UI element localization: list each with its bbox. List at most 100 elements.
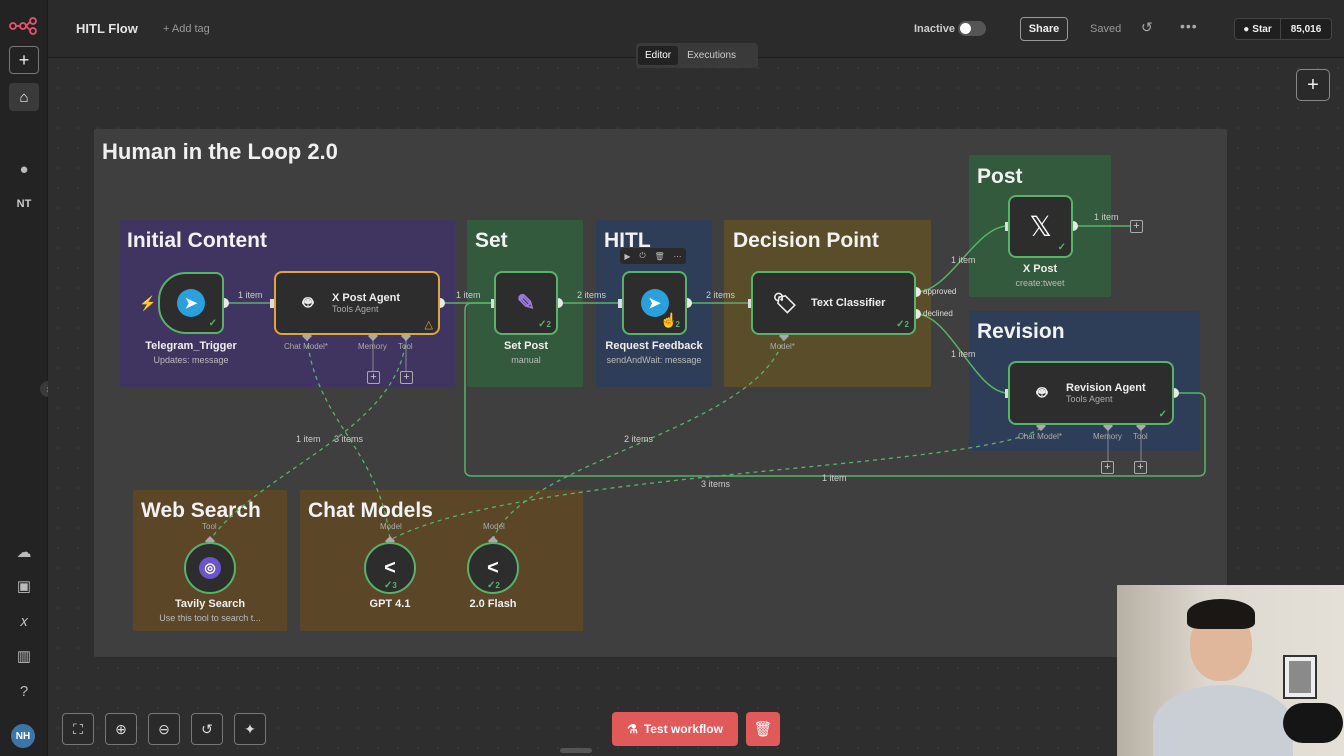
port-memory: Memory [358, 342, 387, 351]
node-revision-agent[interactable]: 🤖︎ Revision Agent Tools Agent ✓ [1008, 361, 1174, 425]
group-title-hitl: HITL [604, 229, 651, 252]
tidy-up-icon[interactable]: ✦ [234, 713, 266, 745]
node-subtitle: sendAndWait: message [606, 355, 702, 365]
connection-label: 1 item [238, 290, 263, 300]
history-icon[interactable]: ↺ [1141, 19, 1153, 35]
avatar[interactable]: NH [11, 724, 35, 748]
reset-zoom-icon[interactable]: ↺ [191, 713, 223, 745]
connection-label: 1 item [951, 255, 976, 265]
github-star-button[interactable]: ●Star 85,016 [1234, 18, 1332, 40]
node-name: Revision Agent [1066, 382, 1146, 394]
templates-icon[interactable]: ▣ [16, 578, 32, 595]
play-icon[interactable]: ▶ [624, 251, 631, 261]
node-gpt41[interactable]: < ✓3 [364, 542, 416, 594]
connection-revision-model [389, 427, 1042, 541]
group-title-revision: Revision [977, 320, 1065, 343]
tag-icon: 🏷︎ [772, 292, 798, 315]
power-icon[interactable]: ⏻ [639, 251, 646, 260]
mouse-cursor-icon: ☝ [660, 312, 678, 328]
webcam-overlay [1117, 585, 1344, 756]
zoom-in-icon[interactable]: ⊕ [105, 713, 137, 745]
add-tag-button[interactable]: + Add tag [163, 23, 210, 35]
insights-icon[interactable]: ▥ [16, 648, 32, 665]
port-tool: Tool [202, 522, 217, 531]
github-icon: ● [1243, 23, 1250, 35]
connection-label: 1 item [1094, 212, 1119, 222]
connection-classifier-model [492, 336, 785, 541]
project-nt[interactable]: NT [16, 198, 32, 210]
check-icon: ✓2 [487, 580, 500, 591]
add-memory-button[interactable]: + [367, 371, 380, 384]
star-label: Star [1252, 23, 1272, 35]
zoom-out-icon[interactable]: ⊖ [148, 713, 180, 745]
connection-label: 1 item [822, 473, 847, 483]
connection-label: 2 items [706, 290, 736, 300]
add-memory-button[interactable]: + [1101, 461, 1114, 474]
output-declined-label: declined [923, 309, 953, 318]
node-name: Telegram_Trigger [145, 340, 237, 352]
node-name: GPT 4.1 [369, 598, 411, 610]
sticky-note-title: Human in the Loop 2.0 [102, 139, 338, 164]
help-icon[interactable]: ? [19, 682, 29, 700]
share-button[interactable]: Share [1020, 17, 1068, 41]
more-options-icon[interactable]: ••• [1180, 18, 1198, 34]
node-subtitle: Tools Agent [1066, 394, 1113, 404]
n8n-logo-icon[interactable] [9, 12, 39, 40]
trash-icon[interactable]: 🗑︎ [746, 712, 780, 746]
node-x-post-agent[interactable]: 🤖︎ X Post Agent Tools Agent △ [274, 271, 440, 335]
input-handle-feedback [618, 299, 624, 308]
node-x-post[interactable]: 𝕏 ✓ [1008, 195, 1073, 258]
x-logo-icon: 𝕏 [1029, 211, 1052, 242]
node-request-feedback[interactable]: ➤ ✓2 [622, 271, 687, 335]
node-text: Revision Agent Tools Agent [1066, 382, 1146, 404]
telegram-icon: ➤ [177, 289, 205, 317]
node-text-classifier[interactable]: 🏷︎ Text Classifier ✓2 [751, 271, 916, 335]
node-tavily-search[interactable]: ◎ [184, 542, 236, 594]
node-telegram-trigger[interactable]: ➤ ✓ [158, 272, 224, 334]
toggle-knob [960, 23, 971, 34]
add-tool-button[interactable]: + [1134, 461, 1147, 474]
node-name: Set Post [503, 340, 548, 352]
tab-executions[interactable]: Executions [687, 50, 737, 61]
add-next-node-button[interactable]: + [1130, 220, 1143, 233]
logs-panel-handle[interactable] [560, 748, 592, 753]
connection-revision-loop [464, 302, 1206, 477]
port-tool: Tool [1133, 432, 1148, 441]
connection-label: 2 items [577, 290, 607, 300]
workflow-title[interactable]: HITL Flow [76, 21, 138, 36]
node-name: Text Classifier [811, 297, 886, 309]
add-node-button[interactable]: + [1296, 69, 1330, 101]
check-icon: ✓2 [538, 319, 551, 330]
node-subtitle: create:tweet [1015, 278, 1065, 288]
robot-icon: 🤖︎ [1036, 383, 1048, 402]
test-workflow-button[interactable]: ⚗ Test workflow [612, 712, 738, 746]
connection-approved-to-post [915, 225, 1009, 293]
trash-icon[interactable]: 🗑︎ [654, 251, 665, 261]
variables-icon[interactable]: 𝑥 [19, 612, 29, 630]
user-icon[interactable]: ● [19, 160, 29, 178]
pencil-icon: ✎ [516, 290, 536, 315]
flask-icon: ⚗ [627, 722, 638, 736]
tab-editor[interactable]: Editor [638, 46, 679, 65]
robot-icon: 🤖︎ [302, 293, 314, 312]
plus-icon[interactable]: + [9, 46, 39, 74]
port-memory: Memory [1093, 432, 1122, 441]
connection-declined-to-revision [915, 313, 1009, 394]
fit-view-icon[interactable]: ⛶ [62, 713, 94, 745]
active-toggle[interactable] [958, 21, 986, 36]
star-count: 85,016 [1290, 23, 1322, 35]
connection-label: 1 item [951, 349, 976, 359]
node-set-post[interactable]: ✎ ✓2 [494, 271, 558, 335]
port-chat-model: Chat Model* [284, 342, 329, 351]
node-name: X Post Agent [332, 292, 401, 304]
test-workflow-label: Test workflow [643, 722, 723, 736]
node-subtitle: Use this tool to search t... [159, 613, 261, 623]
cloud-icon[interactable]: ☁ [16, 544, 32, 561]
model-icon: < [384, 556, 396, 579]
more-icon[interactable]: ⋯ [673, 251, 682, 261]
home-icon[interactable]: ⌂ [9, 83, 39, 111]
add-tool-button[interactable]: + [400, 371, 413, 384]
node-2-0-flash[interactable]: < ✓2 [467, 542, 519, 594]
node-hover-toolbar: ▶ ⏻ 🗑︎ ⋯ [620, 248, 686, 264]
group-chat-models[interactable] [300, 490, 583, 631]
